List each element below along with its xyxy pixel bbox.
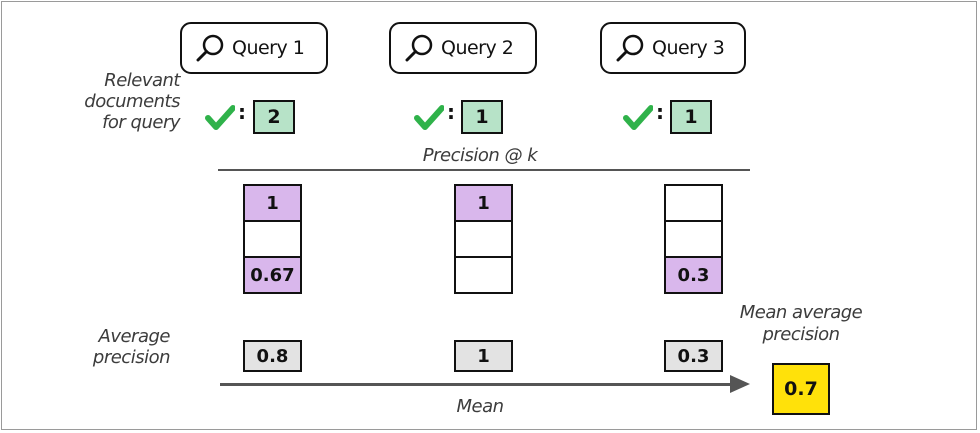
- precision-cell: [454, 220, 513, 258]
- search-icon: [616, 34, 644, 62]
- average-label-line-1: Average: [98, 326, 171, 347]
- search-icon: [196, 34, 224, 62]
- relevant-count-2: 1: [461, 100, 503, 134]
- average-precision-label: Average precision: [60, 326, 171, 368]
- query-2-box: Query 2: [389, 22, 537, 74]
- average-precision-1: 0.8: [243, 340, 302, 372]
- map-label-line-2: precision: [762, 324, 840, 345]
- query-3-box: Query 3: [600, 22, 746, 74]
- precision-cell: [243, 220, 302, 258]
- precision-cell: [664, 184, 723, 222]
- relevant-label-line-1: Relevant: [104, 70, 180, 91]
- map-value-box: 0.7: [772, 363, 830, 415]
- check-icon: [414, 105, 444, 130]
- relevant-documents-label: Relevant documents for query: [60, 70, 180, 133]
- check-icon: [623, 105, 653, 130]
- search-icon: [405, 34, 433, 62]
- mean-arrow-line: [220, 383, 732, 386]
- relevant-label-line-2: documents: [84, 91, 180, 112]
- map-label-line-1: Mean average: [739, 302, 863, 323]
- query-3-label: Query 3: [652, 37, 725, 59]
- precision-at-k-label: Precision @ k: [422, 145, 538, 166]
- precision-cell: 1: [243, 184, 302, 222]
- precision-cell: 0.67: [243, 256, 302, 294]
- relevant-count-3: 1: [670, 100, 712, 134]
- precision-cell: 0.3: [664, 256, 723, 294]
- colon-2: :: [447, 100, 455, 124]
- average-precision-2: 1: [454, 340, 513, 372]
- precision-cell: [454, 256, 513, 294]
- precision-cell: [664, 220, 723, 258]
- colon-3: :: [656, 100, 664, 124]
- average-label-line-2: precision: [92, 347, 171, 368]
- average-precision-3: 0.3: [664, 340, 723, 372]
- relevant-label-line-3: for query: [102, 112, 180, 133]
- precision-divider: [218, 169, 750, 171]
- precision-cell: 1: [454, 184, 513, 222]
- precision-stack-3: 0.3: [664, 184, 723, 294]
- check-icon: [205, 105, 235, 130]
- query-2-label: Query 2: [441, 37, 514, 59]
- precision-stack-2: 1: [454, 184, 513, 294]
- map-label: Mean average precision: [726, 302, 876, 346]
- query-1-label: Query 1: [232, 37, 305, 59]
- relevant-count-1: 2: [253, 100, 295, 134]
- query-1-box: Query 1: [180, 22, 328, 74]
- mean-label: Mean: [456, 396, 504, 417]
- precision-stack-1: 1 0.67: [243, 184, 302, 294]
- colon-1: :: [238, 100, 246, 124]
- mean-arrow-head: [730, 375, 750, 393]
